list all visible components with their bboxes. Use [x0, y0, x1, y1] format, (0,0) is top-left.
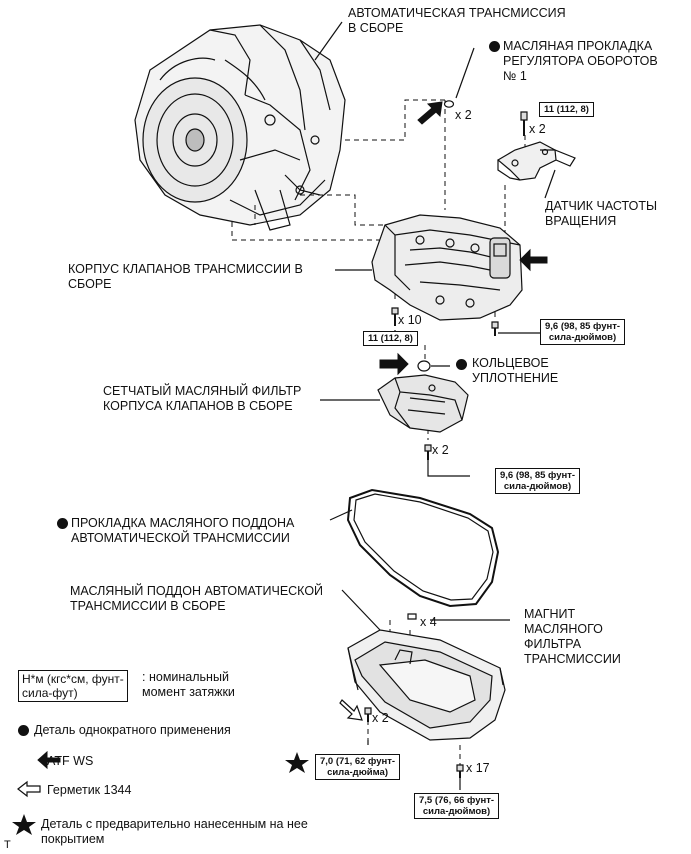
label-speed-sensor: ДАТЧИК ЧАСТОТЫ ВРАЩЕНИЯ	[545, 199, 658, 228]
nonreusable-dot-pan-gasket	[57, 518, 68, 529]
label-o-ring: КОЛЬЦЕВОЕ УПЛОТНЕНИЕ	[472, 356, 559, 385]
torque-pan: 7,5 (76, 66 фунт- сила-дюймов)	[414, 793, 500, 819]
corner-mark: T	[4, 839, 11, 851]
qty-gasket: x 2	[455, 108, 472, 122]
torque-pan-precoated: 7,0 (71, 62 фунт- сила-дюйма)	[315, 754, 401, 780]
legend-nonreusable: Деталь однократного применения	[34, 723, 231, 737]
legend-star	[12, 814, 36, 835]
legend-atf-arrow	[37, 750, 61, 770]
qty-strainer-bolts: x 2	[432, 443, 449, 457]
label-pan-gasket: ПРОКЛАДКА МАСЛЯНОГО ПОДДОНА АВТОМАТИЧЕСК…	[71, 516, 295, 545]
label-governor-gasket: МАСЛЯНАЯ ПРОКЛАДКА РЕГУЛЯТОРА ОБОРОТОВ №…	[503, 39, 658, 83]
legend-sealant-arrow	[17, 780, 41, 798]
legend-symbols	[17, 750, 61, 798]
label-transmission-assembly: АВТОМАТИЧЕСКАЯ ТРАНСМИССИЯ В СБОРЕ	[348, 6, 566, 35]
nonreusable-dot-gasket	[489, 41, 500, 52]
qty-valve-bolts: x 10	[398, 313, 422, 327]
legend-atf: ATF WS	[47, 754, 94, 768]
torque-valve-body: 11 (112, 8)	[363, 331, 418, 346]
legend-precoated: Деталь с предварительно нанесенным на не…	[41, 817, 308, 846]
qty-pan-bolts: x 17	[466, 761, 490, 775]
torque-valve-body-small: 9,6 (98, 85 фунт- сила-дюймов)	[540, 319, 626, 345]
legend-sealant: Герметик 1344	[47, 783, 132, 797]
label-oil-pan: МАСЛЯНЫЙ ПОДДОН АВТОМАТИЧЕСКОЙ ТРАНСМИСС…	[70, 584, 324, 613]
torque-sensor: 11 (112, 8)	[539, 102, 594, 117]
qty-sensor-bolts: x 2	[529, 122, 546, 136]
qty-magnet: x 4	[420, 615, 437, 629]
atf-arrow-gasket	[417, 101, 443, 125]
speed-sensor-drawing	[496, 141, 576, 181]
valve-body-drawing	[371, 214, 523, 321]
label-strainer: СЕТЧАТЫЙ МАСЛЯНЫЙ ФИЛЬТР КОРПУСА КЛАПАНО…	[103, 384, 302, 413]
sealant-arrow-pan	[339, 699, 363, 721]
oil-strainer-drawing	[377, 374, 469, 433]
atf-arrow-o-ring	[379, 352, 409, 376]
legend-unit-desc: : номинальный момент затяжки	[142, 670, 235, 699]
atf-arrow-valve-body	[519, 248, 548, 272]
label-valve-body: КОРПУС КЛАПАНОВ ТРАНСМИССИИ В СБОРЕ	[68, 262, 303, 291]
stars	[12, 752, 309, 835]
oil-pan-drawing	[347, 629, 506, 741]
atf-arrows	[379, 101, 548, 376]
label-magnet: МАГНИТ МАСЛЯНОГО ФИЛЬТРА ТРАНСМИССИИ	[524, 607, 621, 666]
torque-strainer: 9,6 (98, 85 фунт- сила-дюймов)	[495, 468, 581, 494]
transmission-assembly-drawing	[134, 24, 346, 231]
nonreusable-dot-o-ring	[456, 359, 467, 370]
pan-gasket-drawing	[346, 488, 500, 608]
legend-dot	[18, 725, 29, 736]
legend-unit-box: Н*м (кгс*см, фунт- сила-фут)	[18, 670, 128, 702]
star-pan-bolt	[285, 752, 309, 773]
qty-pan-sealant: x 2	[372, 711, 389, 725]
